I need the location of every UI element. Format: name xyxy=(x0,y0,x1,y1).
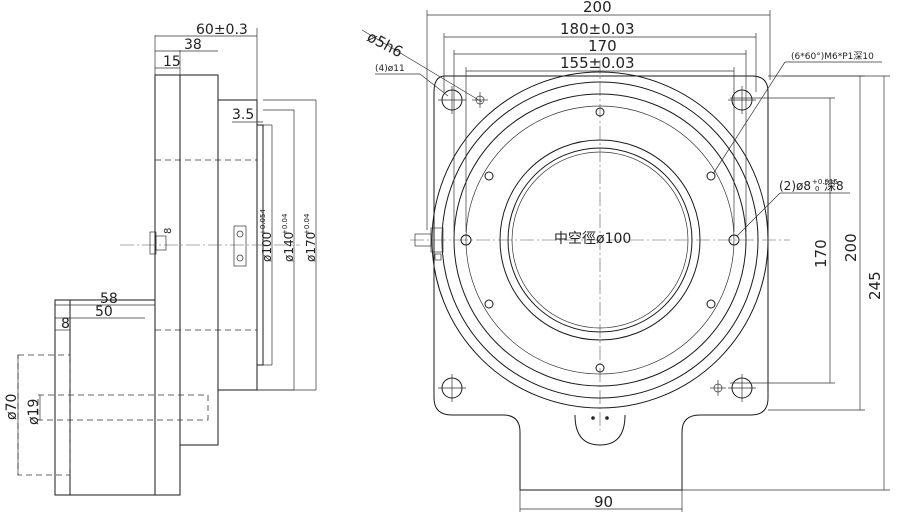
dim-155: 155±0.03 xyxy=(560,54,635,72)
tapped-holes: (6*60°)M6*P1深10 xyxy=(791,51,874,62)
front-view: 200 180±0.03 170 155±0.03 ø5h6 (4)ø11 (6… xyxy=(361,0,890,512)
side-motor-housing xyxy=(54,299,156,496)
side-view: 60±0.3 38 15 3.5 ø100 +0.054 ø140 +0.04 … xyxy=(4,22,318,496)
dim-90: 90 xyxy=(594,493,613,511)
pin-tol-up: +0.015 xyxy=(812,178,838,186)
side-body xyxy=(179,74,219,446)
dia-100-tol: +0.054 xyxy=(259,209,267,235)
dia-5h6: ø5h6 xyxy=(364,28,406,62)
dim-8-key: 8 xyxy=(163,228,174,234)
dim-200-top: 200 xyxy=(583,0,612,16)
dim-8b: 8 xyxy=(61,316,70,332)
side-shaft-dash xyxy=(37,394,209,421)
dim-3-5: 3.5 xyxy=(232,107,254,123)
pin-tol-dn: 0 xyxy=(815,185,819,193)
dim-170-right: 170 xyxy=(812,239,830,268)
dia-170: ø170 xyxy=(304,232,318,262)
side-flange-plate xyxy=(154,74,181,496)
pin-depth: 深8 xyxy=(824,179,844,193)
dim-170-top: 170 xyxy=(588,37,617,55)
dim-15: 15 xyxy=(163,54,181,70)
dim-245: 245 xyxy=(866,271,884,300)
hollow-dia: 中空徑ø100 xyxy=(554,231,631,247)
front-housing-outline xyxy=(433,75,769,491)
dim-38: 38 xyxy=(184,37,202,53)
dia-140: ø140 xyxy=(282,232,296,262)
dim-60: 60±0.3 xyxy=(196,22,248,38)
dim-200-right: 200 xyxy=(842,233,860,262)
holes-4x11: (4)ø11 xyxy=(375,64,405,74)
dia-170-tol: +0.04 xyxy=(303,213,311,235)
dim-50: 50 xyxy=(95,304,113,320)
dia-70: ø70 xyxy=(4,394,20,420)
dim-180: 180±0.03 xyxy=(560,20,635,38)
dia-100: ø100 xyxy=(260,232,274,262)
dim-58: 58 xyxy=(100,291,118,307)
dia-19: ø19 xyxy=(26,399,42,425)
pin-holes: (2)ø8 xyxy=(779,179,811,193)
dia-140-tol: +0.04 xyxy=(281,213,289,235)
